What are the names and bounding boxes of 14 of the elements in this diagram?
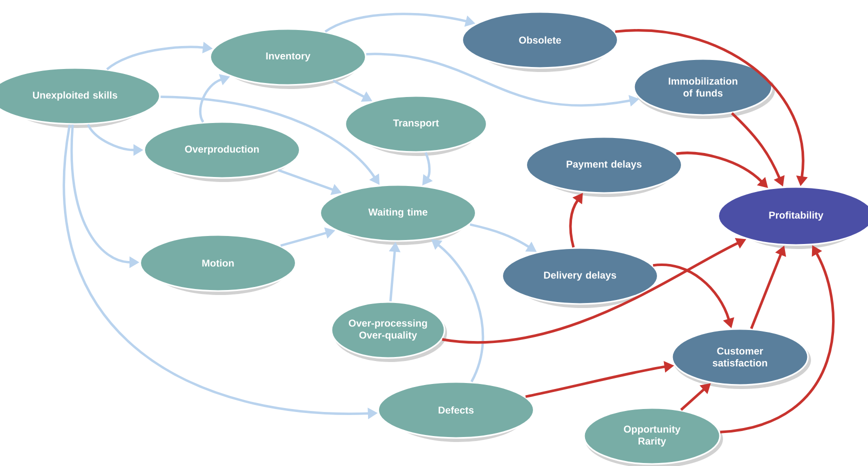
ellipse-node: Delivery delays	[501, 247, 659, 308]
ellipse-node: Transport	[344, 95, 488, 156]
ellipse-node: Defects	[377, 381, 535, 442]
ellipse-node: Waiting time	[319, 184, 477, 245]
ellipse-node: Opportunity Rarity	[583, 407, 723, 466]
ellipse-node: Immobilization of funds	[633, 58, 775, 119]
ellipse-node: Overproduction	[143, 121, 301, 182]
ellipse-node: Over-processing Over-quality	[330, 301, 447, 362]
ellipse-node: Payment delays	[525, 136, 683, 197]
ellipse-node: Inventory	[209, 28, 367, 89]
ellipse-node: Obsolete	[461, 11, 619, 72]
ellipse-node: Customer satisfaction	[671, 328, 811, 389]
ellipse-node: Profitability	[717, 186, 868, 249]
ellipse-node: Motion	[139, 234, 297, 295]
